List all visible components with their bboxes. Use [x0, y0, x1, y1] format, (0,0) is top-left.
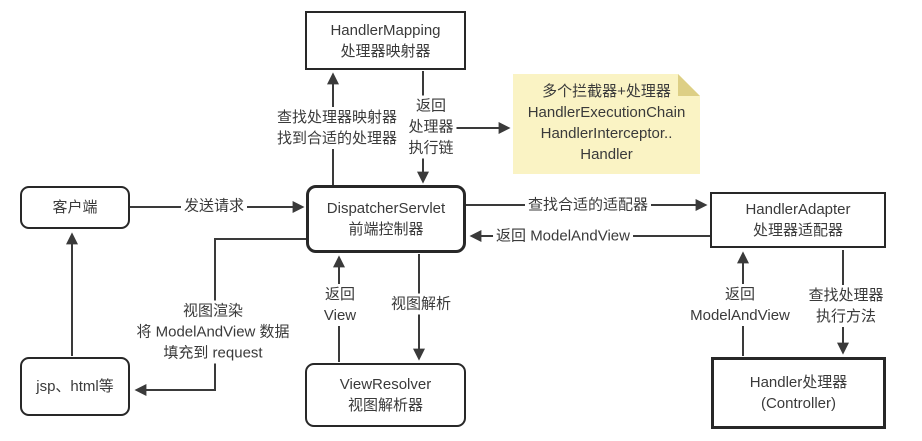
client-box: 客户端: [20, 186, 130, 229]
sticky-note-line: HandlerInterceptor..: [540, 125, 673, 142]
view-resolver-subtitle: 视图解析器: [347, 397, 423, 414]
label-return-chain: 返回 处理器 执行链: [405, 95, 457, 159]
sticky-note-line: 多个拦截器+处理器: [542, 83, 671, 100]
jsp-html-box: jsp、html等: [20, 357, 130, 416]
sticky-note-line: Handler: [580, 146, 633, 163]
handler-controller-title: Handler处理器: [749, 374, 848, 391]
view-resolver-title: ViewResolver: [339, 376, 432, 393]
label-find-mapping: 查找处理器映射器 找到合适的处理器: [273, 107, 401, 149]
label-view-render: 视图渲染 将 ModelAndView 数据 填充到 request: [133, 300, 293, 364]
handler-mapping-box: HandlerMapping 处理器映射器: [305, 11, 466, 70]
handler-adapter-title: HandlerAdapter: [745, 201, 851, 218]
handler-controller-subtitle: (Controller): [760, 395, 836, 412]
client-title: 客户端: [52, 199, 98, 216]
jsp-html-title: jsp、html等: [36, 378, 114, 395]
handler-adapter-subtitle: 处理器适配器: [752, 222, 843, 239]
handler-adapter-box: HandlerAdapter 处理器适配器: [710, 192, 886, 248]
dispatcher-servlet-title: DispatcherServlet: [326, 200, 446, 217]
label-return-view: 返回 View: [320, 284, 360, 326]
label-send-request: 发送请求: [180, 195, 248, 217]
handler-mapping-subtitle: 处理器映射器: [340, 42, 431, 60]
handler-controller-box: Handler处理器 (Controller): [711, 357, 886, 429]
label-find-handler: 查找处理器 执行方法: [805, 285, 887, 327]
dispatcher-servlet-subtitle: 前端控制器: [348, 221, 424, 238]
handler-mapping-title: HandlerMapping: [330, 21, 441, 39]
label-return-modelandview: 返回 ModelAndView: [493, 225, 633, 247]
view-resolver-box: ViewResolver 视图解析器: [305, 363, 466, 427]
sticky-note-line: HandlerExecutionChain: [527, 104, 686, 121]
dispatcher-servlet-box: DispatcherServlet 前端控制器: [306, 185, 466, 253]
label-view-parse: 视图解析: [387, 293, 455, 315]
label-return-mav-vertical: 返回 ModelAndView: [687, 284, 793, 326]
label-find-adapter: 查找合适的适配器: [524, 194, 652, 216]
sticky-note: 多个拦截器+处理器 HandlerExecutionChain HandlerI…: [513, 74, 700, 174]
